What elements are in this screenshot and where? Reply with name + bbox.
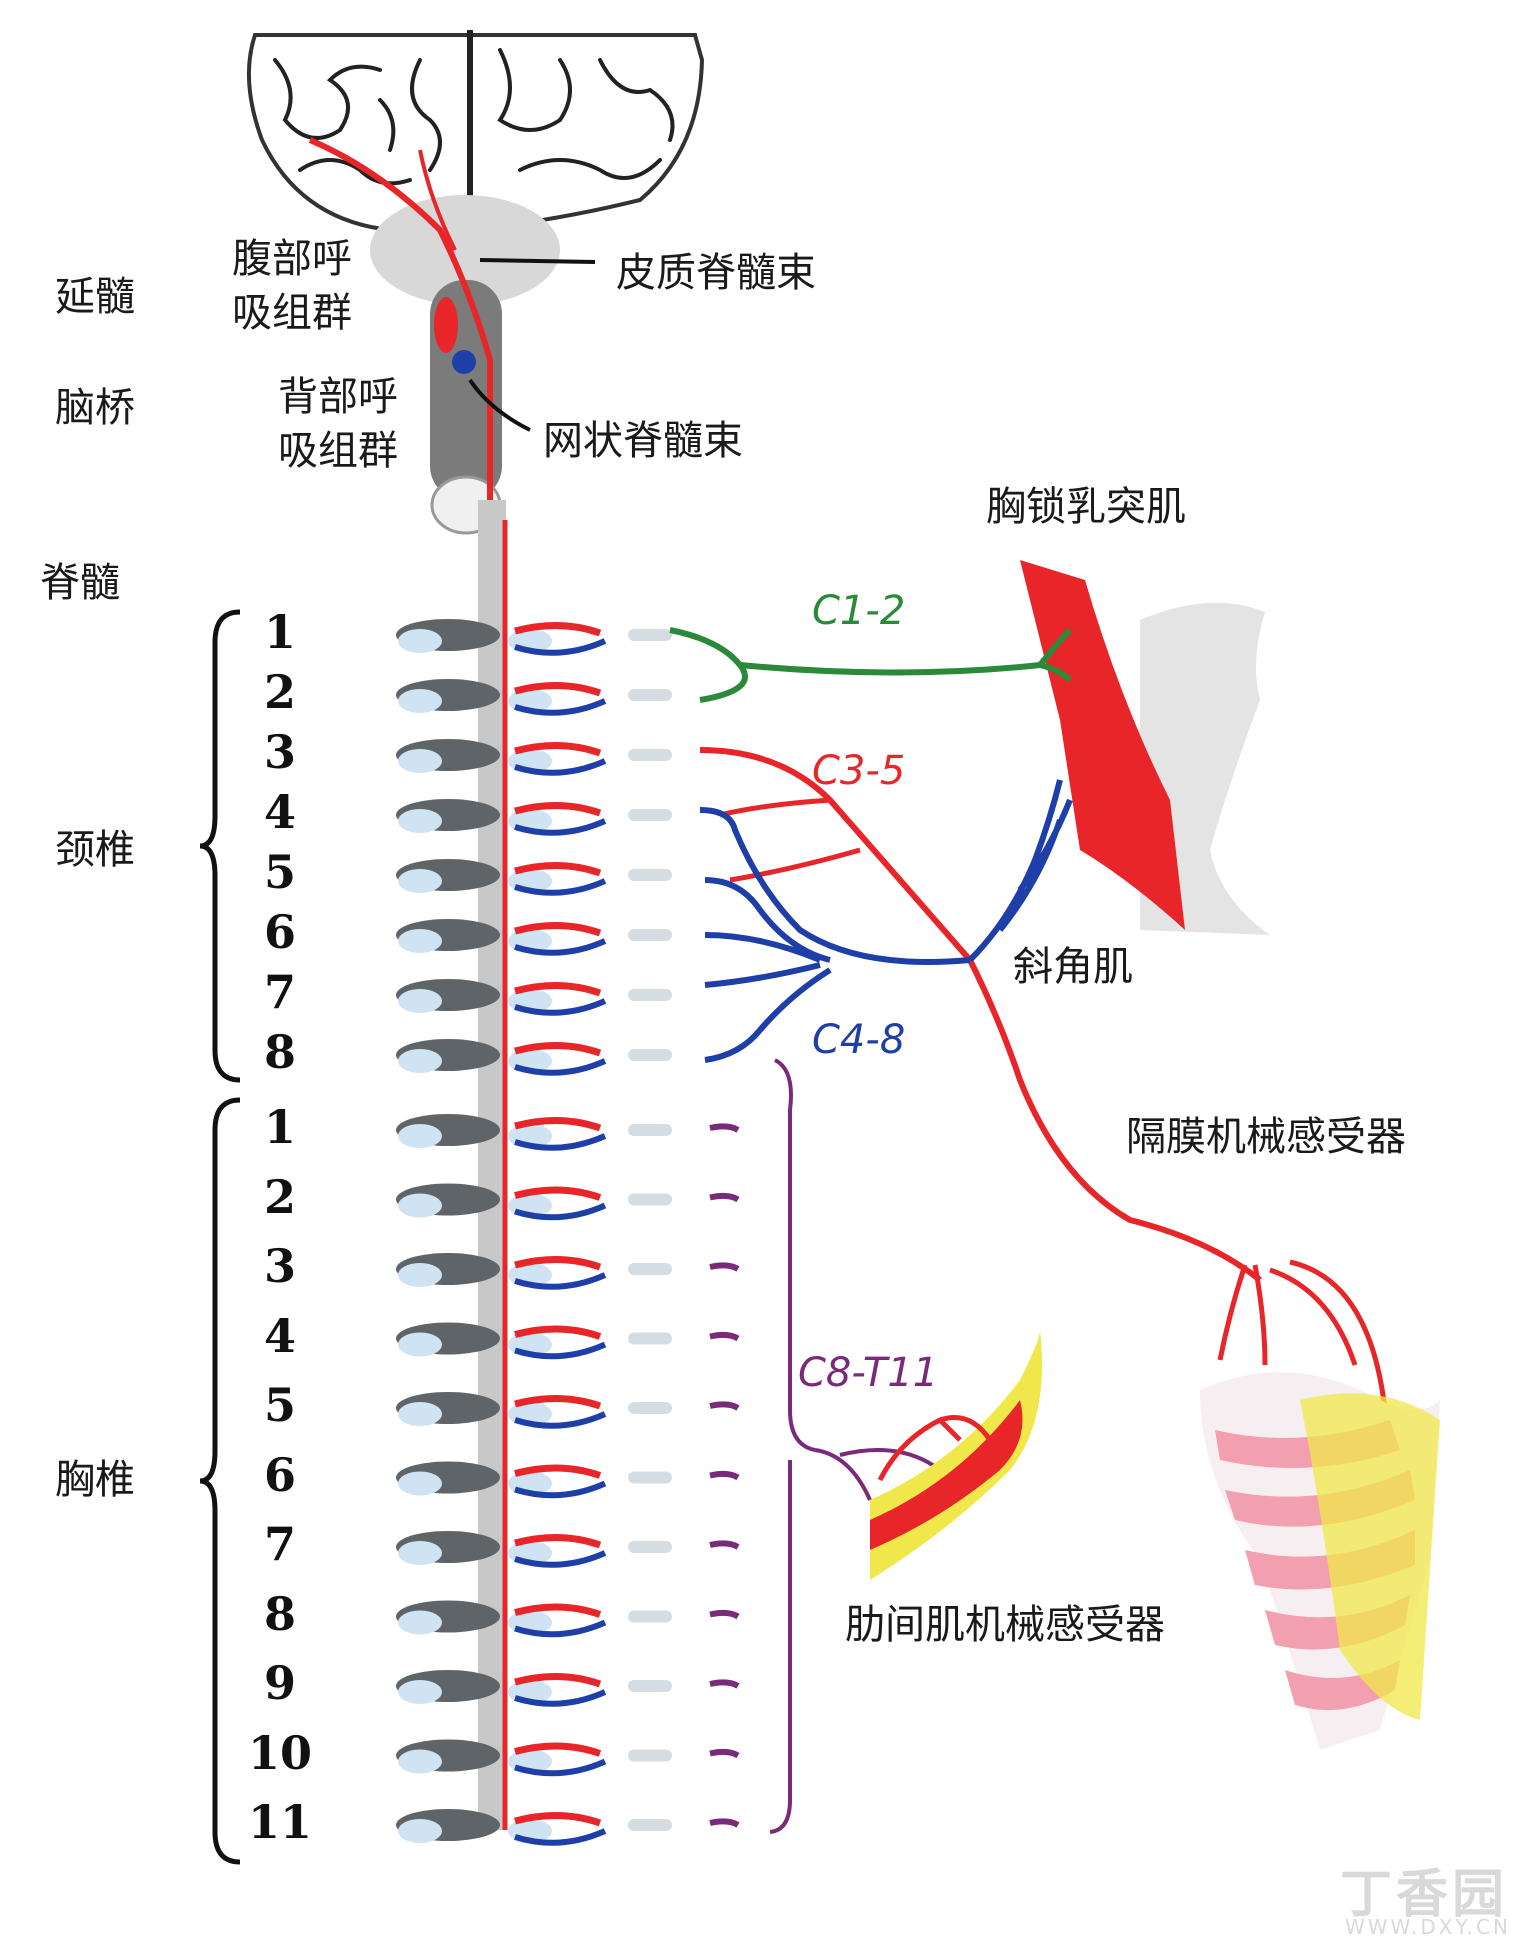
c3-5-branch-5 <box>729 847 861 883</box>
label-scalene: 斜角肌 <box>1013 944 1133 990</box>
scm-muscle <box>1020 560 1185 930</box>
c3-5-nerve <box>699 747 1262 1283</box>
cervical-number-8: 8 <box>263 1025 296 1079</box>
thoracic-number-1: 1 <box>263 1100 296 1154</box>
label-dorsal-group: 背部呼 吸组群 <box>278 374 398 474</box>
spinal-segment <box>396 619 672 656</box>
reticulospinal-pointer <box>468 378 531 432</box>
spinal-segment <box>396 679 672 716</box>
spinal-segment <box>396 1670 740 1707</box>
spinal-segment <box>396 1114 740 1151</box>
thoracic-number-2: 2 <box>263 1169 296 1224</box>
cervical-brace <box>199 609 241 1083</box>
pons-shape <box>370 195 560 305</box>
label-c3-5: C3-5 <box>812 748 906 794</box>
rib-cage <box>1200 1372 1440 1750</box>
diaphragm-branches <box>1217 1259 1388 1411</box>
label-pons: 脑桥 <box>55 385 135 431</box>
spinal-segment <box>396 1461 740 1499</box>
spinal-segment <box>396 1531 740 1568</box>
spinal-segment <box>396 979 672 1016</box>
label-medulla: 延髓 <box>55 274 135 320</box>
thoracic-number-4: 4 <box>263 1308 296 1363</box>
spinal-segment <box>396 799 672 836</box>
spinal-segment <box>396 1253 740 1290</box>
thoracic-number-11: 11 <box>247 1795 312 1849</box>
label-c4-8: C4-8 <box>812 1017 906 1063</box>
spinal-segment <box>396 919 672 956</box>
c4-8-nerve <box>699 779 1073 1063</box>
spinal-segment <box>396 859 672 896</box>
intercostal-muscle-red <box>870 1400 1023 1550</box>
label-cervical: 颈椎 <box>55 827 135 873</box>
watermark-url: WWW.DXY.CN <box>1345 1915 1511 1939</box>
label-scm: 胸锁乳突肌 <box>986 484 1186 530</box>
label-intercostal-receptor: 肋间肌机械感受器 <box>845 1602 1165 1648</box>
c1-2-nerve <box>669 627 1073 703</box>
cervical-number-5: 5 <box>263 845 296 899</box>
thoracic-number-8: 8 <box>263 1586 296 1641</box>
thoracic-number-5: 5 <box>263 1378 296 1432</box>
spinal-segment <box>396 1322 740 1360</box>
c3-5-branch-4 <box>719 797 831 818</box>
intercostal-fibers <box>877 1415 993 1482</box>
label-corticospinal: 皮质脊髓束 <box>616 250 816 296</box>
thoracic-brace <box>199 1097 241 1865</box>
c8-t11-to-intercostal <box>814 1448 942 1501</box>
watermark-brand: 丁香园 <box>1340 1865 1509 1925</box>
spinal-segment <box>396 1392 740 1429</box>
brain-gyri <box>273 48 675 186</box>
spinal-segment <box>396 1039 672 1076</box>
corticospinal-pointer <box>479 258 596 264</box>
spinal-segment <box>396 1739 740 1777</box>
cervical-number-3: 3 <box>263 725 296 779</box>
thoracic-number-7: 7 <box>263 1517 296 1571</box>
cervical-number-1: 1 <box>263 605 296 659</box>
label-c1-2: C1-2 <box>812 588 906 634</box>
ventral-group-mark <box>434 297 458 353</box>
spinal-segment <box>396 1600 740 1638</box>
label-thoracic: 胸椎 <box>55 1457 135 1503</box>
c8-t11-bracket <box>769 1058 816 1834</box>
cervical-number-2: 2 <box>263 665 296 719</box>
thoracic-number-3: 3 <box>263 1239 296 1293</box>
thoracic-number-6: 6 <box>263 1447 296 1502</box>
dorsal-group-mark <box>452 350 476 374</box>
spinal-segment <box>396 1809 740 1846</box>
label-ventral-group: 腹部呼 吸组群 <box>232 236 352 336</box>
cervical-number-4: 4 <box>263 785 296 839</box>
corticospinal-tract-branch <box>418 149 457 251</box>
label-c8-t11: C8-T11 <box>798 1350 939 1396</box>
label-reticulospinal: 网状脊髓束 <box>543 418 743 464</box>
cervical-number-6: 6 <box>263 905 296 959</box>
spinal-segment <box>396 739 672 776</box>
corticospinal-tract <box>308 137 493 1810</box>
cervical-number-7: 7 <box>263 965 296 1019</box>
spinal-segment <box>396 1183 740 1221</box>
label-diaphragm-receptor: 隔膜机械感受器 <box>1126 1114 1406 1160</box>
thoracic-number-9: 9 <box>263 1656 296 1710</box>
thoracic-number-10: 10 <box>247 1725 312 1780</box>
label-spinal-cord: 脊髓 <box>40 560 120 606</box>
